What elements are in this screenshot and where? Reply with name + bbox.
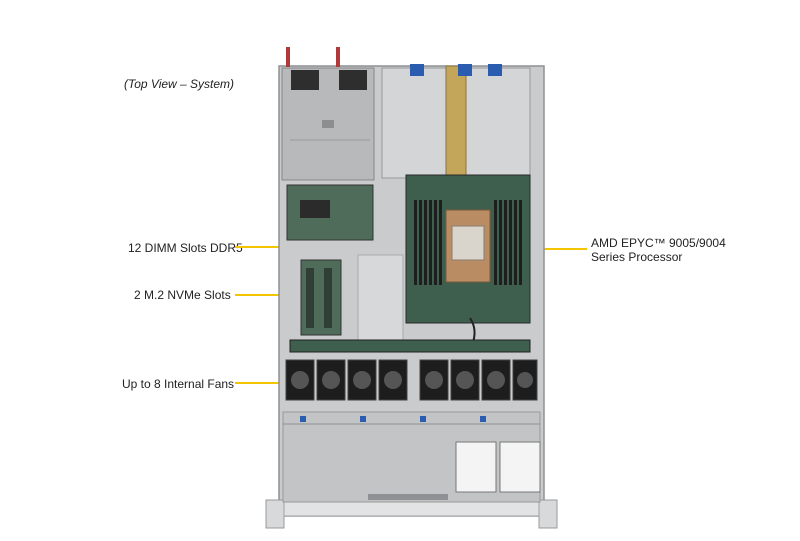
dimm-bank-left xyxy=(414,200,442,285)
psu-fan-1 xyxy=(291,70,319,90)
left-ear xyxy=(265,499,285,529)
callout-cpu-line1: AMD EPYC™ 9005/9004 xyxy=(591,236,726,250)
psu-fan-2 xyxy=(339,70,367,90)
cpu-label xyxy=(451,225,485,261)
callout-internal-fans: Up to 8 Internal Fans xyxy=(122,377,235,391)
riser-clip-1 xyxy=(410,64,424,76)
front-panel xyxy=(283,501,540,517)
callout-cpu: AMD EPYC™ 9005/9004 Series Processor xyxy=(591,236,726,264)
view-caption: (Top View – System) xyxy=(124,77,235,91)
callout-cpu-line2: Series Processor xyxy=(591,250,683,264)
psu-handle-1 xyxy=(286,47,290,67)
riser-card xyxy=(445,65,467,191)
callout-m2-slots: 2 M.2 NVMe Slots xyxy=(134,288,231,302)
riser-clip-3 xyxy=(488,64,502,76)
fan-board xyxy=(289,339,531,353)
right-ear xyxy=(538,499,558,529)
vent xyxy=(368,494,448,500)
drive-bay xyxy=(282,411,541,503)
service-label-1 xyxy=(455,441,497,493)
dimm-bank-right xyxy=(494,200,522,285)
riser-clip-2 xyxy=(458,64,472,76)
psu-handle-2 xyxy=(336,47,340,67)
callout-dimm-slots: 12 DIMM Slots DDR5 xyxy=(128,241,243,255)
leader-m2-slots xyxy=(235,294,321,296)
service-label-2 xyxy=(499,441,541,493)
